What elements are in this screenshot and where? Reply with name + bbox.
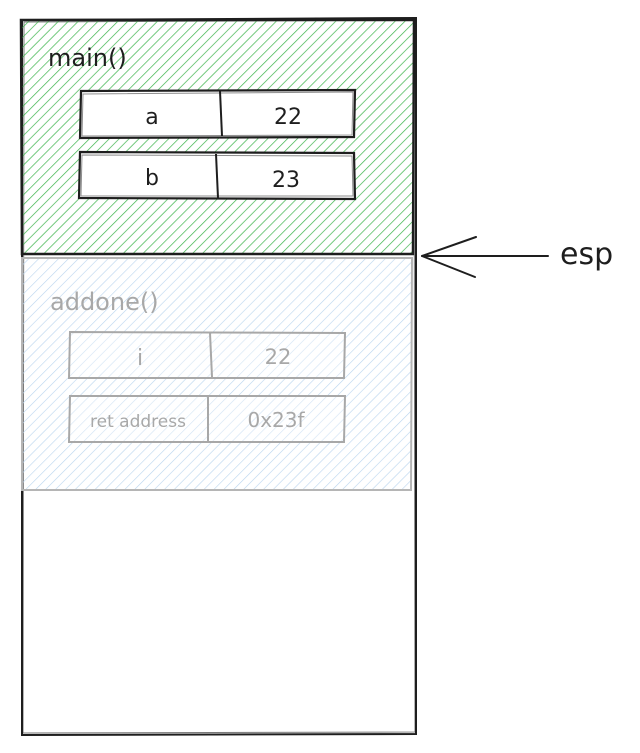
main-row-a-name: a <box>145 105 158 130</box>
main-row-a-value: 22 <box>274 105 302 130</box>
esp-label: esp <box>560 237 613 272</box>
main-row-a: a 22 <box>78 88 357 140</box>
addone-row-i: i 22 <box>67 330 347 379</box>
esp-arrow-icon <box>421 236 549 278</box>
main-frame-title: main() <box>48 44 127 72</box>
main-frame: main() a 22 b 23 <box>19 18 416 256</box>
main-row-b: b 23 <box>77 150 357 201</box>
main-row-b-value: 23 <box>272 168 300 193</box>
esp-pointer: esp <box>421 236 613 278</box>
addone-row-ret-address: ret address 0x23f <box>67 395 347 443</box>
addone-frame: addone() i 22 ret address 0x23f <box>21 257 414 491</box>
addone-row-i-name: i <box>137 346 143 371</box>
main-row-b-name: b <box>145 166 159 191</box>
addone-frame-title: addone() <box>50 288 159 316</box>
addone-row-i-value: 22 <box>265 345 292 369</box>
addone-row-ret-address-name: ret address <box>90 412 186 432</box>
addone-row-ret-address-value: 0x23f <box>247 408 305 432</box>
